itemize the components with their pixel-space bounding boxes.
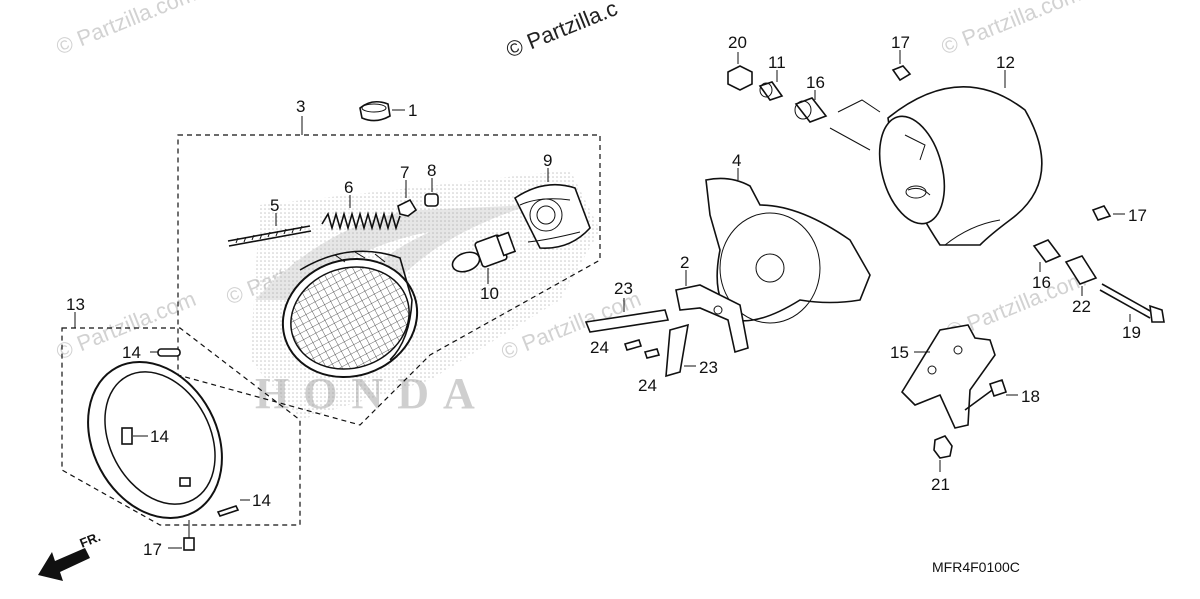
callout-20: 20 [728, 33, 747, 52]
part-22-collar [1064, 255, 1098, 296]
part-8-collar [424, 178, 439, 207]
part-15-mount-bracket [900, 324, 996, 429]
callout-4: 4 [732, 151, 741, 170]
part-19-bolt [1099, 283, 1165, 323]
watermark-main: © Partzilla.c [503, 0, 621, 63]
part-10-bulb [451, 231, 517, 284]
fr-label: FR. [78, 529, 103, 551]
callout-10: 10 [480, 284, 499, 303]
callout-2: 2 [680, 253, 689, 272]
callout-23b: 23 [699, 358, 718, 377]
callout-15: 15 [890, 343, 909, 362]
callout-12: 12 [996, 53, 1015, 72]
callout-11: 11 [768, 53, 786, 72]
callout-8: 8 [427, 161, 436, 180]
part-13-rim [87, 360, 223, 520]
part-7-nut [397, 180, 418, 217]
callout-22: 22 [1072, 297, 1091, 316]
callout-7: 7 [400, 163, 409, 182]
part-16-rubber-lower [1032, 239, 1062, 272]
callout-17c: 17 [143, 540, 162, 559]
callout-17b: 17 [1128, 206, 1147, 225]
watermark: © Partzilla.com [938, 0, 1085, 60]
callout-24b: 24 [638, 376, 657, 395]
part-11-collar [758, 70, 784, 101]
callout-3: 3 [296, 97, 305, 116]
part-17-bolt-bottom [168, 520, 195, 551]
part-1-grommet [359, 100, 405, 122]
watermark: © Partzilla.com [53, 0, 200, 60]
callout-23a: 23 [614, 279, 633, 298]
callout-17a: 17 [891, 33, 910, 52]
callout-6: 6 [344, 178, 353, 197]
assembly-box-13 [61, 327, 301, 526]
part-17-bolt-right [1091, 205, 1125, 221]
callout-13: 13 [66, 295, 85, 314]
headlight-unit [281, 250, 419, 379]
callout-14b: 14 [150, 427, 169, 446]
callout-9: 9 [543, 151, 552, 170]
part-21-nut [933, 435, 953, 472]
callout-1: 1 [408, 101, 417, 120]
callout-16b: 16 [1032, 273, 1051, 292]
part-5-adjust-screw [227, 213, 312, 247]
part-17-bolt-top [891, 50, 912, 82]
callout-16a: 16 [806, 73, 825, 92]
callout-5: 5 [270, 196, 279, 215]
part-24-screws [623, 339, 661, 359]
callout-14a: 14 [122, 343, 141, 362]
part-23-straps [584, 298, 696, 378]
part-9-bulb-socket [513, 168, 591, 249]
callouts: 1 2 3 4 5 6 7 8 9 10 11 12 13 14 14 14 1… [66, 33, 1147, 559]
callout-21: 21 [931, 475, 950, 494]
callout-18: 18 [1021, 387, 1040, 406]
figure-code: MFR4F0100C [932, 559, 1020, 575]
part-20-nut [727, 52, 753, 91]
callout-19: 19 [1122, 323, 1141, 342]
part-16-rubber [794, 90, 828, 123]
callout-24a: 24 [590, 338, 609, 357]
callout-14c: 14 [252, 491, 271, 510]
front-direction-arrow: FR. [38, 529, 103, 581]
part-6-spring [321, 195, 401, 231]
part-2-bracket [675, 270, 749, 354]
part-14-clips [133, 348, 250, 517]
part-18-bolt [964, 378, 1018, 411]
part-12-headlight-case [878, 70, 1043, 246]
